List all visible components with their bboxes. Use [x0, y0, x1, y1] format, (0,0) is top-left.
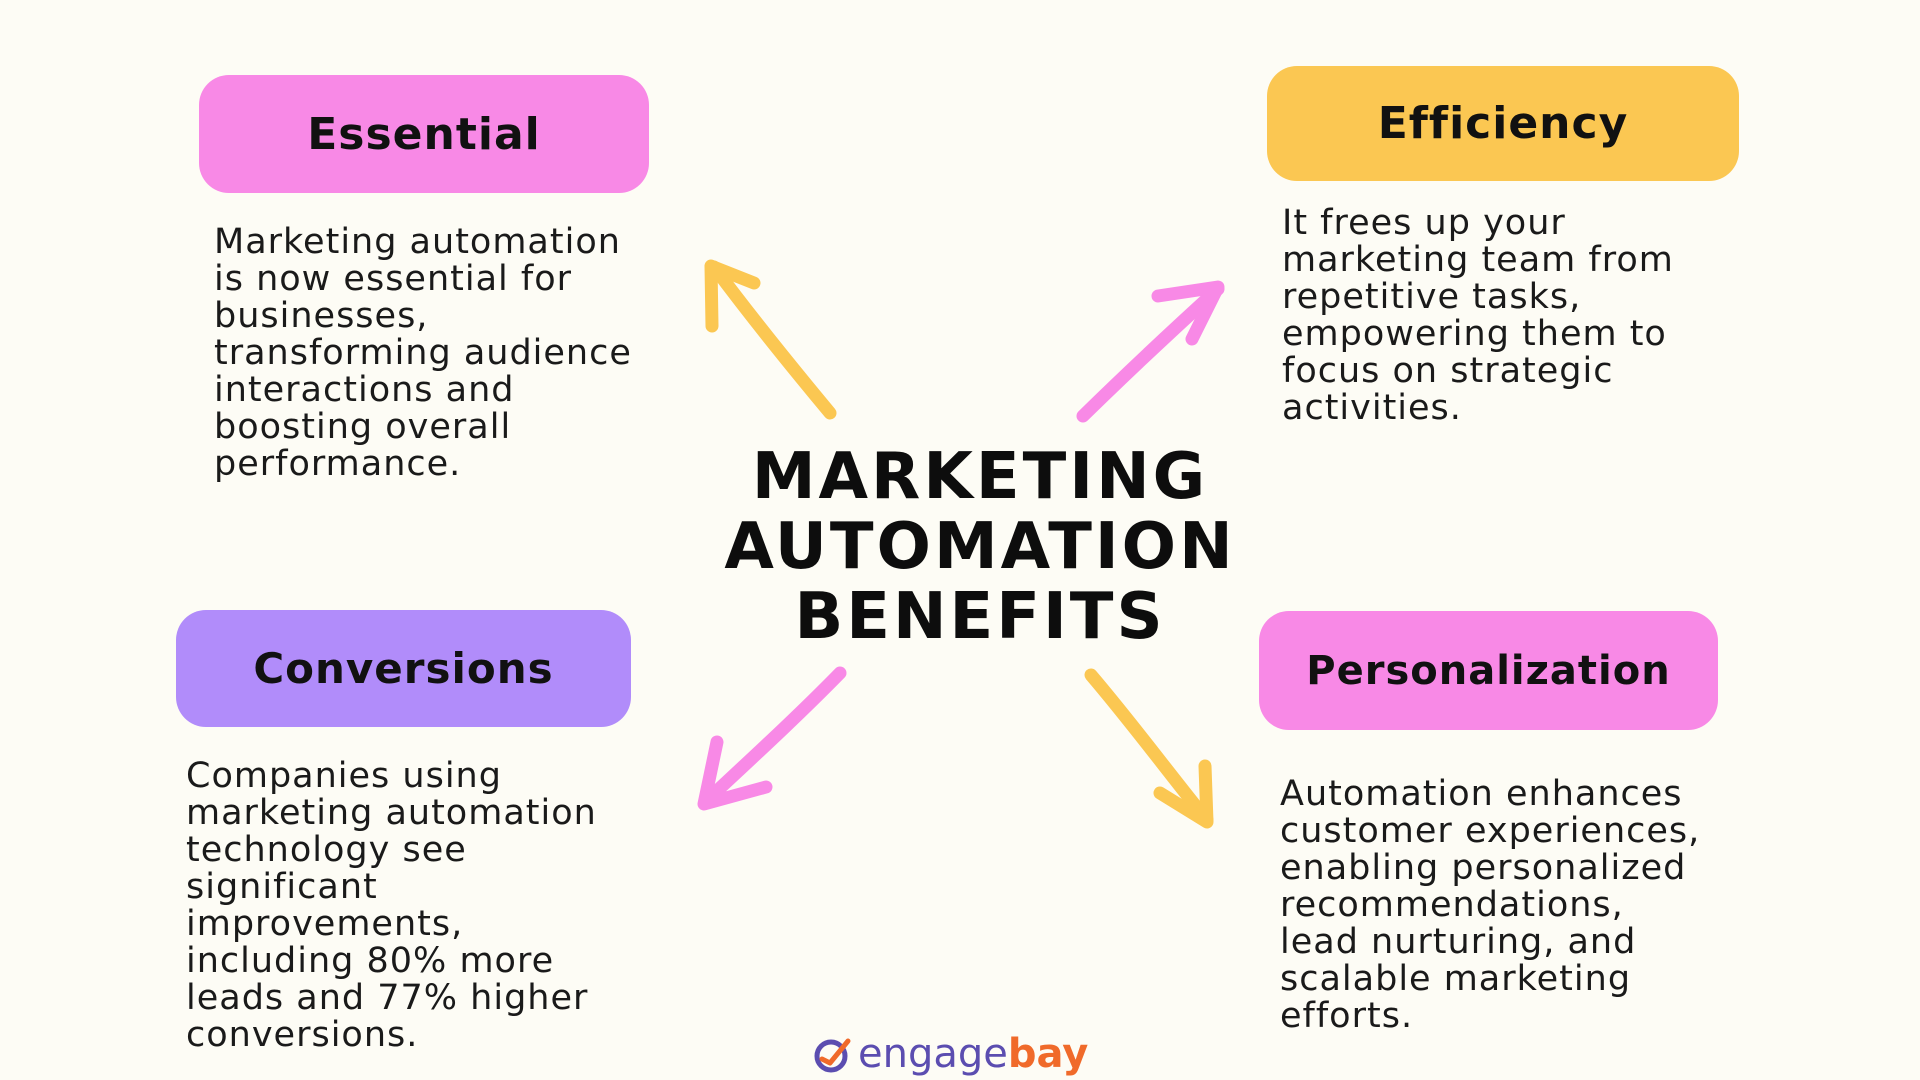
arrow-top-left-icon: [704, 259, 837, 420]
center-title: MARKETING AUTOMATION BENEFITS: [700, 442, 1260, 652]
conversions-label-pill: Conversions: [176, 610, 631, 727]
efficiency-label: Efficiency: [1377, 98, 1629, 149]
conversions-description: Companies using marketing automation tec…: [186, 756, 597, 1055]
arrow-bottom-right-icon: [1084, 668, 1214, 829]
title-line-2: AUTOMATION: [724, 510, 1236, 584]
personalization-label-pill: Personalization: [1259, 611, 1718, 730]
personalization-description: Automation enhances customer experiences…: [1280, 774, 1701, 1036]
arrow-top-right-icon: [1076, 280, 1225, 423]
brand-text-engage: engage: [858, 1031, 1008, 1077]
efficiency-description: It frees up your marketing team from rep…: [1282, 203, 1674, 428]
conversions-label: Conversions: [253, 644, 554, 693]
arrow-bottom-left-icon: [697, 666, 847, 811]
personalization-label: Personalization: [1306, 647, 1671, 694]
brand-text-bay: bay: [1007, 1031, 1089, 1077]
title-line-1: MARKETING: [751, 440, 1209, 514]
efficiency-label-pill: Efficiency: [1267, 66, 1739, 181]
engagebay-logo-icon: [814, 1038, 851, 1073]
essential-label: Essential: [307, 108, 541, 160]
title-line-3: BENEFITS: [794, 580, 1166, 654]
essential-label-pill: Essential: [199, 75, 649, 193]
essential-description: Marketing automation is now essential fo…: [214, 222, 632, 484]
